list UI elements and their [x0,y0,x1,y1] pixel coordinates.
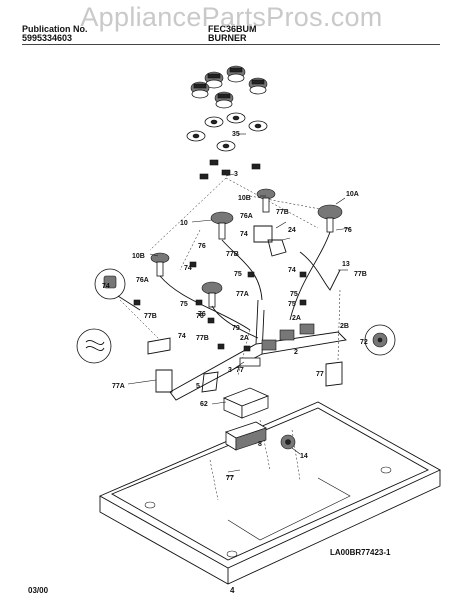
callout-label: 77A [112,383,125,390]
control-knobs [190,65,268,109]
mounting-brackets [147,225,343,393]
callout-label: 10B [132,253,145,260]
igniter-inset-74 [94,268,141,311]
callout-label: 76A [136,277,149,284]
callout-label: 2B [340,323,349,330]
knob-bezels [186,112,268,152]
footer-date: 03/00 [28,586,49,595]
callout-label: 74 [102,283,110,290]
callout-label: 2A [240,335,249,342]
callout-label: 74 [240,231,248,238]
switch-14 [280,434,296,450]
callout-label: 10B [238,195,251,202]
callout-label: 35 [232,131,240,138]
callout-label: 76 [344,227,352,234]
callout-label: 77 [226,475,234,482]
callout-label: 62 [200,401,208,408]
callout-label: 76A [240,213,253,220]
callout-label: 77B [354,271,367,278]
callout-label: 77B [196,335,209,342]
callout-label: 10A [346,191,359,198]
callout-label: 3 [228,367,232,374]
callout-label: 24 [288,227,296,234]
callout-label: 77A [236,291,249,298]
callout-label: 8 [258,441,262,448]
callout-label: 76 [196,313,204,320]
callout-label: 75 [234,271,242,278]
callout-label: 74 [178,333,186,340]
model-number: FEC36BUM [208,24,257,34]
burner-heads [150,188,343,308]
callout-label: 79 [232,325,240,332]
callout-label: 77 [316,371,324,378]
callout-label: 77B [226,251,239,258]
callout-label: 77 [236,367,244,374]
spark-module-62 [222,387,270,419]
callout-label: 77B [144,313,157,320]
callout-label: 74 [288,267,296,274]
callout-label: 3 [234,171,238,178]
header-rule [22,44,440,45]
manifold-and-tubing [159,231,347,401]
callout-label: 76 [198,243,206,250]
callout-label: 72 [360,339,368,346]
callout-label: 14 [300,453,308,460]
page-number: 4 [230,586,235,595]
callout-label: 75 [290,291,298,298]
terminal-block-8 [225,421,267,451]
assembly-guide-lines [119,177,341,501]
watermark: AppliancePartsPros.com [80,2,383,32]
callout-label: 10 [180,220,188,227]
callout-label: 2A [292,315,301,322]
callout-label: 75 [180,301,188,308]
callout-label: 77B [276,209,289,216]
knob-clips [199,159,261,180]
callout-leaders [127,133,351,477]
publication-number: 5995334603 [22,33,73,43]
figure-id: LA00BR77423-1 [330,548,391,557]
section-title: BURNER [208,33,247,43]
publication-label: Publication No. [22,24,88,34]
callout-label: 74 [184,265,192,272]
callout-label: 5 [196,383,200,390]
small-fittings [133,261,307,352]
callout-label: 75 [288,301,296,308]
callout-label: 76 [198,311,206,318]
wire-inset-75 [76,328,112,364]
callout-label: 2 [294,349,298,356]
callout-label: 13 [342,261,350,268]
valve-inset-72 [364,324,396,356]
callout-labels: 10A 10B 10 76A 77B 76 74 24 10B 74 77B 7… [102,131,368,482]
